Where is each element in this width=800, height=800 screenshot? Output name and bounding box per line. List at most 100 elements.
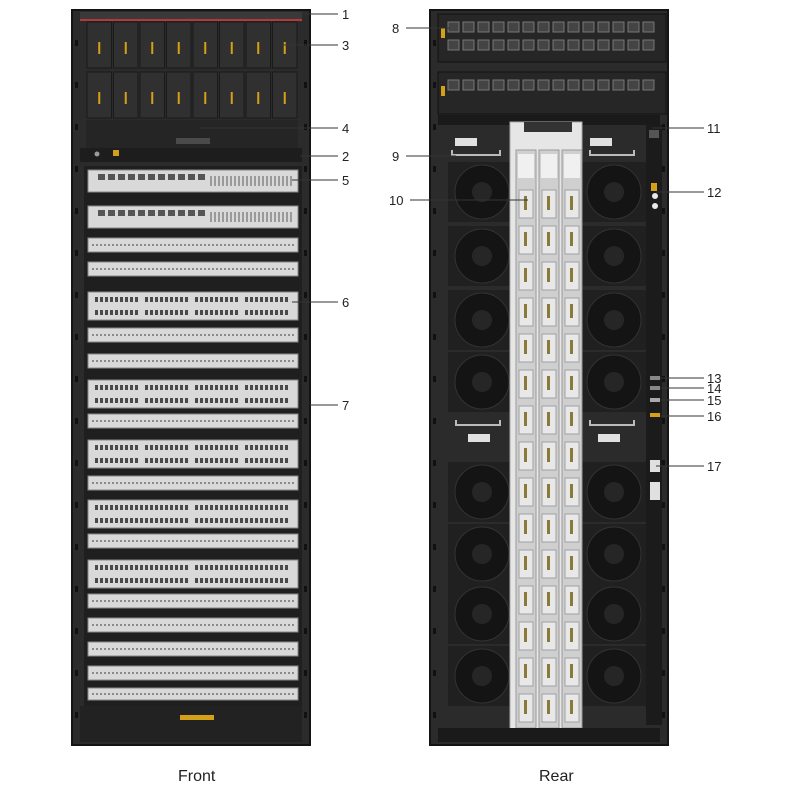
vent-hole [236,693,238,695]
port [205,458,208,463]
port [215,445,218,450]
callout-13: 13 [707,371,721,386]
port [230,445,233,450]
vent-hole [188,360,190,362]
port [275,518,278,523]
vent-hole [156,244,158,246]
vent-hole [104,693,106,695]
port [205,297,208,302]
port [265,310,268,315]
vent-hole [208,244,210,246]
vent-hole [216,672,218,674]
vent-hole [222,212,224,222]
port [245,297,248,302]
port [105,518,108,523]
port [155,578,158,583]
vent-hole [96,540,98,542]
vent-hole [256,334,258,336]
port [135,578,138,583]
port [265,297,268,302]
vent-hole [156,600,158,602]
port [165,578,168,583]
port [215,297,218,302]
vent-hole [260,268,262,270]
port [95,385,98,390]
vent-hole [272,693,274,695]
port [158,210,165,216]
vent-hole [132,268,134,270]
vent-hole [100,334,102,336]
port [220,458,223,463]
mounting-hole [433,712,436,718]
vent-hole [192,600,194,602]
vent-hole [210,212,212,222]
vent-hole [144,672,146,674]
vent-hole [288,482,290,484]
port [155,385,158,390]
vent-hole [250,212,252,222]
port [205,505,208,510]
vent-hole [152,693,154,695]
vent-hole [292,600,294,602]
vent-hole [172,334,174,336]
mounting-hole [304,334,307,340]
port [260,578,263,583]
vent-hole [184,360,186,362]
power-socket [597,79,610,91]
power-socket [522,79,535,91]
sfu-connector [547,556,550,570]
port [155,297,158,302]
vent-hole [180,482,182,484]
port [155,310,158,315]
vent-hole [132,482,134,484]
power-socket [522,39,535,51]
port [135,445,138,450]
vent-hole [200,420,202,422]
port [225,565,228,570]
vent-hole [204,624,206,626]
power-socket [552,39,565,51]
vent-hole [152,540,154,542]
vent-hole [252,672,254,674]
port [135,505,138,510]
vent-hole [104,540,106,542]
vent-hole [172,600,174,602]
vent-hole [236,482,238,484]
mounting-hole [75,166,78,172]
vent-hole [224,600,226,602]
port [215,518,218,523]
vent-hole [196,360,198,362]
vent-hole [248,672,250,674]
vent-hole [184,600,186,602]
port [225,505,228,510]
power-socket [567,79,580,91]
vent-hole [200,540,202,542]
vent-hole [164,268,166,270]
port [250,398,253,403]
port [200,310,203,315]
vent-hole [148,540,150,542]
vent-hole [268,268,270,270]
mounting-hole [433,124,436,130]
vent-hole [120,693,122,695]
vent-hole [92,693,94,695]
fan-hub [604,246,624,266]
mounting-hole [662,628,665,634]
port [135,310,138,315]
vent-hole [188,268,190,270]
mounting-hole [662,292,665,298]
port [165,445,168,450]
vent-hole [108,693,110,695]
port [110,398,113,403]
vent-hole [210,176,212,186]
callout-1: 1 [342,7,349,22]
vent-hole [156,482,158,484]
fan-module-latch [177,92,180,104]
vent-hole [92,540,94,542]
vent-hole [180,648,182,650]
port [200,458,203,463]
vent-hole [288,693,290,695]
port [155,458,158,463]
port [130,458,133,463]
